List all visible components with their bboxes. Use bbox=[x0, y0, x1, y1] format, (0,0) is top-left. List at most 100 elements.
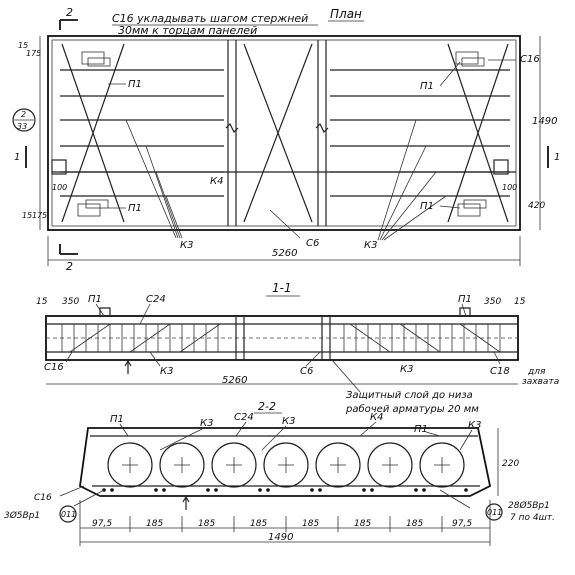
section-2-2-dim-97-5-left: 97,5 bbox=[92, 519, 112, 529]
plan-dim-1490: 1490 bbox=[532, 116, 557, 127]
leader-22-k4 bbox=[359, 421, 377, 437]
plan-label-c16: С16 bbox=[520, 54, 540, 65]
section-1-1-title: 1-1 bbox=[272, 281, 292, 295]
section-1-1-break-right bbox=[321, 316, 331, 360]
leader-22-c24 bbox=[235, 421, 247, 437]
section-2-2-dim-185-5: 185 bbox=[354, 519, 371, 529]
plan-label-k3-right: К3 bbox=[364, 240, 377, 251]
plan-dim-15-bottom: 15 bbox=[22, 211, 32, 220]
plan-p1-leader-4 bbox=[439, 205, 461, 209]
section-1-1-dim-15-left: 15 bbox=[36, 297, 48, 307]
leader-11-k3 bbox=[149, 351, 161, 367]
void-5 bbox=[315, 442, 361, 488]
section-2-2-label-p1-right: П1 bbox=[414, 424, 428, 435]
plan-label-p1-bottom-left: П1 bbox=[128, 203, 142, 214]
section-1-1-label-c16: С16 bbox=[44, 362, 64, 373]
section-2-2-label-k3-left: К3 bbox=[200, 418, 213, 429]
plan-break-symbol-left bbox=[225, 122, 239, 134]
leader-11-cover bbox=[331, 359, 361, 393]
cover-note-line-1: Защитный слой до низа bbox=[346, 390, 473, 401]
section-2-2-hollow-voids bbox=[107, 442, 465, 488]
leader-22-left-bars bbox=[73, 489, 105, 507]
cover-note-line-2: рабочей арматуры 20 мм bbox=[345, 403, 479, 415]
plan-dim-420: 420 bbox=[528, 201, 545, 211]
plan-label-p1-bottom-right: П1 bbox=[420, 201, 434, 212]
section-2-2-dim-185-2: 185 bbox=[198, 519, 215, 529]
section-mark-2-bottom: 2 bbox=[66, 260, 73, 273]
section-2-2-right-bars-1: 28Ø5Вр1 bbox=[508, 500, 550, 511]
detail-callout-den: 33 bbox=[17, 122, 27, 131]
section-2-2-label-c16: С16 bbox=[34, 493, 52, 503]
section-2-2-dim-220: 220 bbox=[502, 459, 519, 469]
section-1-1-loop-right bbox=[459, 307, 471, 316]
plan-k3-leaders bbox=[125, 119, 447, 241]
section-2-2-label-k4: К4 bbox=[370, 412, 383, 423]
leader-22-p1-left bbox=[119, 423, 129, 437]
plan-dim-100-left: 100 bbox=[52, 183, 67, 192]
leader-22-p1-right bbox=[425, 431, 441, 437]
plan-label-p1-top-left: П1 bbox=[128, 79, 142, 90]
section-2-2-dim-97-5-right: 97,5 bbox=[452, 519, 472, 529]
void-2 bbox=[159, 442, 205, 488]
section-2-2-dim-185-1: 185 bbox=[146, 519, 163, 529]
section-2-2-dim-185-6: 185 bbox=[406, 519, 423, 529]
void-1 bbox=[107, 442, 153, 488]
section-mark-2-top: 2 bbox=[66, 6, 73, 19]
section-2-2-left-bars: 3Ø5Вр1 bbox=[4, 510, 40, 521]
plan-outline bbox=[47, 35, 521, 231]
leader-22-k3-left bbox=[159, 427, 205, 451]
section-mark-1-right-label: 1 bbox=[554, 152, 560, 163]
plan-label-c6: С6 bbox=[306, 238, 319, 249]
void-4 bbox=[263, 442, 309, 488]
section-2-2-label-k3-right: К3 bbox=[468, 420, 481, 431]
void-3 bbox=[211, 442, 257, 488]
section-1-1-stirrups-left bbox=[61, 324, 219, 352]
plan-p1-leader-3 bbox=[439, 61, 461, 87]
section-1-1-break-left bbox=[235, 316, 245, 360]
marker-011-left bbox=[59, 505, 77, 523]
leader-11-c18 bbox=[493, 351, 501, 365]
section-1-1-loop-left bbox=[99, 307, 111, 316]
leader-22-c16 bbox=[59, 485, 85, 497]
section-2-2-dim-185-4: 185 bbox=[302, 519, 319, 529]
leader-11-p1-right bbox=[461, 303, 467, 317]
leader-11-p1-left bbox=[95, 303, 105, 317]
plan-c6-leader bbox=[269, 209, 301, 239]
plan-diagonal-frames bbox=[61, 43, 509, 223]
section-2-2-outline bbox=[79, 427, 492, 497]
plan-dim-175-top: 175 bbox=[26, 49, 41, 58]
section-1-1-note-grip-1: для bbox=[527, 367, 546, 377]
section-2-2-dim-185-3: 185 bbox=[250, 519, 267, 529]
section-1-1-dim-350-left: 350 bbox=[62, 297, 79, 307]
section-1-1-note-grip-2: захвата bbox=[522, 377, 559, 387]
plan-dim-15-top: 15 bbox=[18, 41, 28, 50]
section-1-1-diagonal-bars bbox=[69, 323, 501, 353]
section-1-1: 1-1 bbox=[36, 281, 559, 415]
detail-callout-num: 2 bbox=[21, 110, 26, 119]
section-1-1-label-k3-right: К3 bbox=[400, 364, 413, 375]
plan-end-block-left bbox=[51, 159, 67, 175]
section-2-2-arrow-head bbox=[182, 495, 190, 503]
section-2-2-label-k3-mid: К3 bbox=[282, 416, 295, 427]
plan-lifting-loops bbox=[77, 51, 487, 217]
section-1-1-dim-350-right: 350 bbox=[484, 297, 501, 307]
plan-title: План bbox=[330, 7, 362, 21]
plan-dim-5260: 5260 bbox=[272, 248, 297, 259]
section-2-2-dim-ticks bbox=[79, 500, 491, 546]
plan-longitudinal-bars-left bbox=[60, 69, 224, 197]
section-1-1-label-p1-right: П1 bbox=[458, 294, 472, 305]
plan-end-block-right bbox=[493, 159, 509, 175]
section-mark-1-left-label: 1 bbox=[14, 152, 20, 163]
section-2-2-bottom-bars bbox=[102, 488, 468, 492]
void-7 bbox=[419, 442, 465, 488]
leader-11-c16 bbox=[65, 351, 73, 363]
section-1-1-label-k3: К3 bbox=[160, 366, 173, 377]
section-1-1-dim-15-right: 15 bbox=[514, 297, 526, 307]
plan-label-k4: К4 bbox=[210, 176, 223, 187]
leader-11-c24 bbox=[139, 303, 151, 325]
section-2-2-dim-1490: 1490 bbox=[268, 532, 293, 543]
leader-22-k3-right bbox=[459, 429, 473, 451]
section-1-1-label-c24: С24 bbox=[146, 294, 166, 305]
leader-22-right-bars bbox=[439, 489, 471, 509]
